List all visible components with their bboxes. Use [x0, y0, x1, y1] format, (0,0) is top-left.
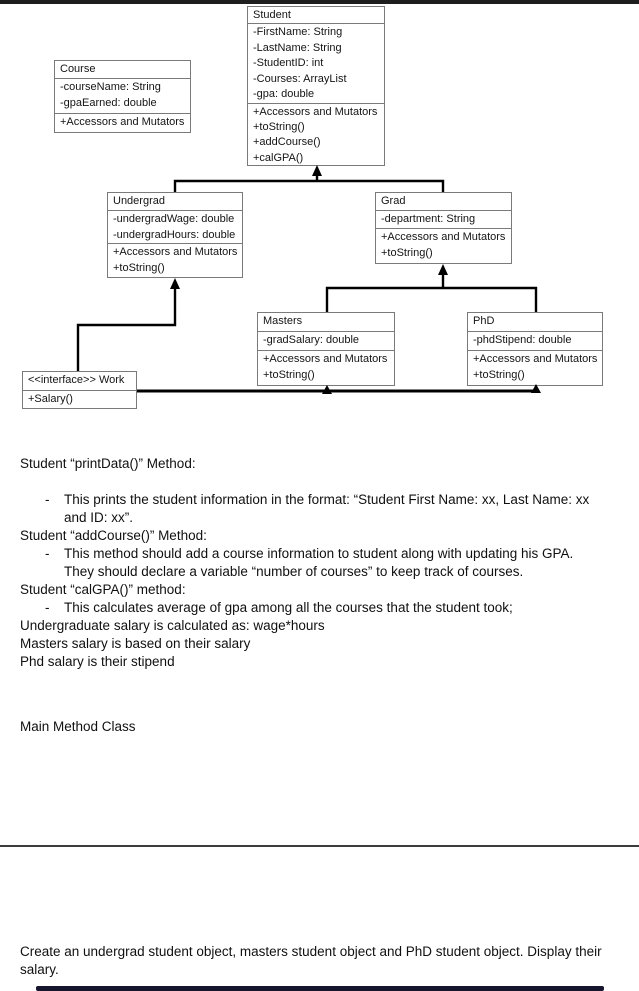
method-notes: Student “printData()” Method: - This pri…	[20, 455, 624, 671]
method-row: +toString()	[473, 368, 525, 381]
bullet-text: This method should add a course informat…	[64, 546, 574, 579]
arrowhead-to-masters	[322, 385, 332, 394]
bullet-dash: -	[45, 546, 50, 561]
bullet-item: - This calculates average of gpa among a…	[20, 599, 596, 617]
note-masters-salary: Masters salary is based on their salary	[20, 636, 251, 651]
note-phd-salary: Phd salary is their stipend	[20, 654, 175, 669]
arrowhead-to-grad	[438, 264, 448, 275]
class-box-masters: Masters -gradSalary: double +Accessors a…	[257, 312, 395, 386]
attributes-section: -phdStipend: double	[468, 332, 602, 351]
methods-section: +Accessors and Mutators	[55, 114, 190, 132]
interface-title-work: <<interface>> Work	[23, 372, 136, 391]
class-title-student: Student	[248, 7, 384, 24]
attribute-row: -department: String	[381, 213, 476, 225]
methods-section: +Accessors and Mutators +toString()	[468, 351, 602, 385]
connector-work-undergrad	[76, 288, 177, 371]
method-row: +toString()	[253, 121, 305, 134]
attributes-section: -undergradWage: double -undergradHours: …	[108, 211, 242, 244]
footer-instructions: Create an undergrad student object, mast…	[20, 944, 602, 977]
bullet-item: - This prints the student information in…	[20, 491, 596, 527]
window-top-bar	[0, 0, 639, 4]
method-row: +Salary()	[28, 393, 73, 405]
methods-section: +Salary()	[23, 391, 136, 408]
method-row: +toString()	[113, 261, 165, 274]
connector-grad-children	[325, 286, 538, 312]
arrowhead-to-student	[312, 165, 322, 176]
attribute-row: -gradSalary: double	[263, 334, 360, 346]
class-title-grad: Grad	[376, 193, 511, 211]
attribute-row: -courseName: String	[60, 81, 161, 93]
class-title-undergrad: Undergrad	[108, 193, 242, 211]
class-title-phd: PhD	[468, 313, 602, 332]
class-title-masters: Masters	[258, 313, 394, 332]
arrowhead-to-undergrad	[170, 278, 180, 289]
attributes-section: -department: String	[376, 211, 511, 229]
method-row: +Accessors and Mutators	[263, 353, 388, 365]
note-undergrad-salary: Undergraduate salary is calculated as: w…	[20, 618, 325, 633]
attribute-row: -StudentID: int	[253, 57, 324, 70]
interface-box-work: <<interface>> Work +Salary()	[22, 371, 137, 409]
method-row: +toString()	[381, 246, 433, 259]
method-row: +addCourse()	[253, 136, 321, 149]
class-box-phd: PhD -phdStipend: double +Accessors and M…	[467, 312, 603, 386]
bullet-dash: -	[45, 492, 50, 507]
heading-printdata: Student “printData()” Method:	[20, 456, 196, 471]
methods-section: +Accessors and Mutators +toString()	[376, 229, 511, 263]
bullet-dash: -	[45, 600, 50, 615]
main-method-heading: Main Method Class	[20, 719, 136, 734]
blank-line	[20, 473, 624, 491]
attribute-row: -gpaEarned: double	[60, 96, 157, 109]
class-box-course: Course -courseName: String -gpaEarned: d…	[54, 60, 191, 133]
heading-addcourse: Student “addCourse()” Method:	[20, 528, 207, 543]
attribute-row: -LastName: String	[253, 41, 342, 54]
attribute-row: -FirstName: String	[253, 26, 343, 38]
method-row: +calGPA()	[253, 151, 304, 164]
attributes-section: -FirstName: String -LastName: String -St…	[248, 24, 384, 104]
connector-student-children	[173, 179, 445, 192]
method-row: +toString()	[263, 368, 315, 381]
class-box-undergrad: Undergrad -undergradWage: double -underg…	[107, 192, 243, 278]
attribute-row: -gpa: double	[253, 88, 315, 101]
method-row: +Accessors and Mutators	[253, 106, 378, 118]
bullet-text: This calculates average of gpa among all…	[64, 600, 513, 615]
method-row: +Accessors and Mutators	[473, 353, 598, 365]
attribute-row: -Courses: ArrayList	[253, 72, 347, 85]
page-divider-line	[0, 845, 639, 847]
method-row: +Accessors and Mutators	[113, 246, 238, 258]
bullet-item: - This method should add a course inform…	[20, 545, 596, 581]
class-box-student: Student -FirstName: String -LastName: St…	[247, 6, 385, 166]
methods-section: +Accessors and Mutators +toString()	[258, 351, 394, 385]
method-row: +Accessors and Mutators	[381, 231, 506, 243]
methods-section: +Accessors and Mutators +toString()	[108, 244, 242, 277]
heading-calgpa: Student “calGPA()” method:	[20, 582, 186, 597]
attribute-row: -undergradHours: double	[113, 228, 236, 241]
attribute-row: -undergradWage: double	[113, 213, 235, 225]
class-box-grad: Grad -department: String +Accessors and …	[375, 192, 512, 264]
attributes-section: -gradSalary: double	[258, 332, 394, 351]
class-title-course: Course	[55, 61, 190, 79]
bullet-text: This prints the student information in t…	[64, 492, 590, 525]
attribute-row: -phdStipend: double	[473, 334, 572, 346]
methods-section: +Accessors and Mutators +toString() +add…	[248, 104, 384, 165]
window-bottom-bar	[36, 986, 604, 991]
attributes-section: -courseName: String -gpaEarned: double	[55, 79, 190, 114]
method-row: +Accessors and Mutators	[60, 116, 185, 128]
